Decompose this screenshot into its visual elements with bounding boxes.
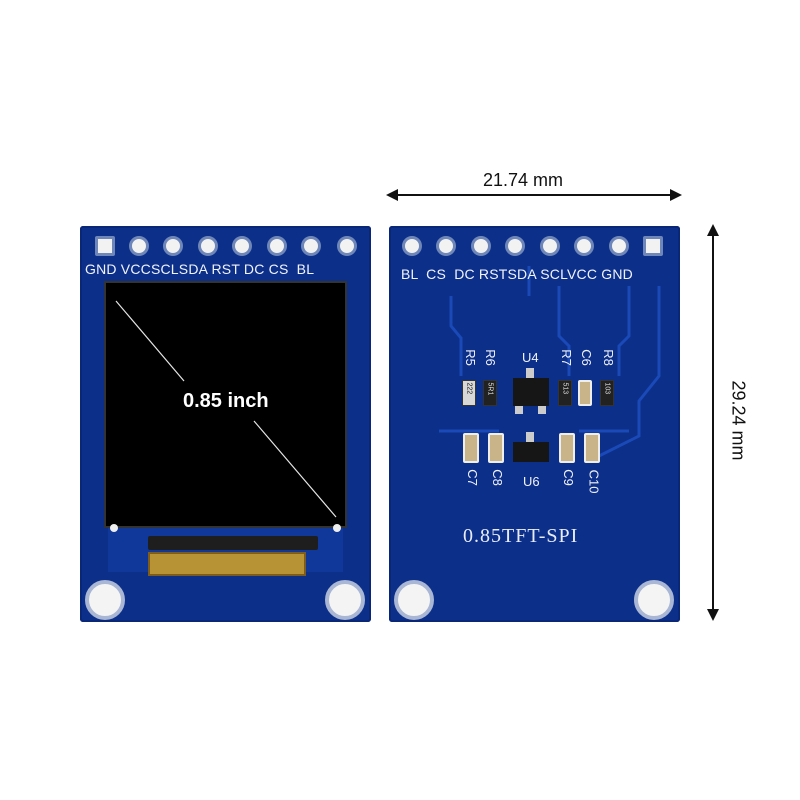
r8-mark: 103 — [603, 382, 611, 395]
capacitor-c9 — [559, 433, 575, 463]
back-pin-bl — [402, 236, 422, 256]
flex-cable — [148, 552, 306, 576]
corner-dot-left — [110, 524, 118, 532]
ref-r6: R6 — [482, 349, 498, 366]
tft-screen — [104, 281, 347, 528]
capacitor-c10 — [584, 433, 600, 463]
front-pin-rst — [232, 236, 252, 256]
ref-c6: C6 — [578, 349, 594, 366]
front-pin-labels: GND VCCSCLSDA RST DC CS BL — [85, 261, 315, 277]
flex-connector — [148, 536, 318, 550]
u4-pin-left — [515, 406, 523, 414]
u4-pin-top — [526, 368, 534, 378]
front-pin-bl — [337, 236, 357, 256]
back-pin-labels: BL CS DC RSTSDA SCLVCC GND — [401, 266, 633, 282]
resistor-r8 — [600, 380, 614, 406]
resistor-r7 — [558, 380, 572, 406]
ref-c7: C7 — [464, 469, 480, 486]
front-pin-scl — [163, 236, 183, 256]
front-pin-sda — [198, 236, 218, 256]
back-pin-rst — [505, 236, 525, 256]
r5-mark: 222 — [465, 382, 473, 395]
front-mount-hole-left — [85, 580, 125, 620]
r7-mark: 513 — [561, 382, 569, 395]
front-mount-hole-right — [325, 580, 365, 620]
ref-c10: C10 — [586, 469, 602, 494]
width-dimension-label: 21.74 mm — [483, 170, 564, 190]
ref-r5: R5 — [462, 349, 478, 366]
back-pin-cs — [436, 236, 456, 256]
back-mount-hole-right — [634, 580, 674, 620]
ref-r8: R8 — [600, 349, 616, 366]
board-silkscreen-label: 0.85TFT-SPI — [463, 525, 579, 547]
r6-mark: 5R1 — [486, 382, 494, 396]
back-pin-vcc — [609, 236, 629, 256]
capacitor-c7 — [463, 433, 479, 463]
ref-c8: C8 — [489, 469, 505, 486]
height-dimension-label: 29.24 mm — [728, 380, 749, 461]
diagonal-line — [115, 300, 337, 518]
back-mount-hole-left — [394, 580, 434, 620]
u6-pin-top — [526, 432, 534, 442]
back-pcb — [389, 226, 680, 622]
chip-u4 — [513, 378, 549, 406]
ref-c9: C9 — [560, 469, 576, 486]
diagonal-size-label: 0.85 inch — [183, 390, 269, 412]
resistor-r6 — [483, 380, 497, 406]
ref-r7: R7 — [558, 349, 574, 366]
chip-u6 — [513, 442, 549, 462]
capacitor-c6 — [578, 380, 592, 406]
front-pin-vcc — [129, 236, 149, 256]
pcb-traces — [439, 266, 661, 458]
back-pin-scl — [574, 236, 594, 256]
u4-pin-right — [538, 406, 546, 414]
corner-dot-right — [333, 524, 341, 532]
resistor-r5 — [462, 380, 476, 406]
front-pin-dc — [267, 236, 287, 256]
front-pin-cs — [301, 236, 321, 256]
ref-u4: U4 — [522, 350, 539, 365]
ref-u6: U6 — [523, 474, 540, 489]
back-pin-sda — [540, 236, 560, 256]
back-pin-gnd — [643, 236, 663, 256]
front-pin-gnd — [95, 236, 115, 256]
capacitor-c8 — [488, 433, 504, 463]
back-pin-dc — [471, 236, 491, 256]
